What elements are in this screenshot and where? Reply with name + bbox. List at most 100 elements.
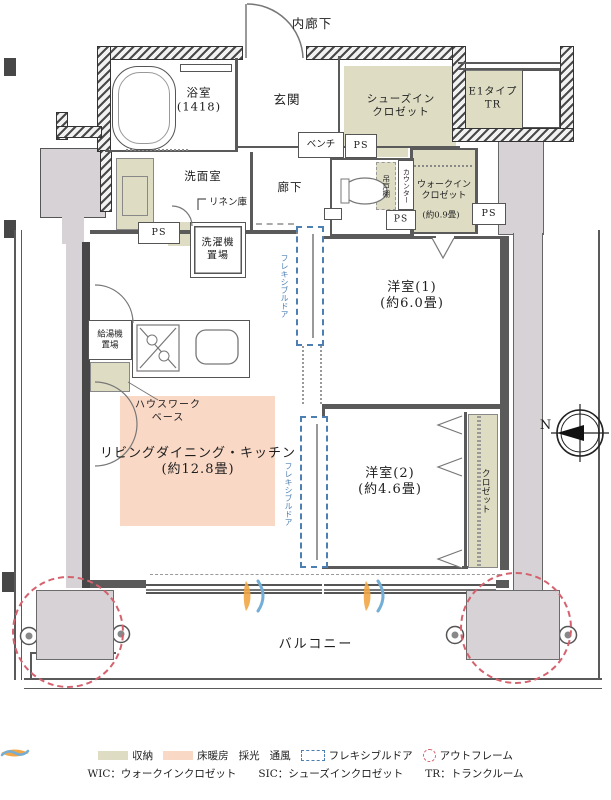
western-room-1-label: 洋室(1) (約6.0畳): [380, 279, 444, 311]
legend-floor-heating: 床暖房: [163, 748, 229, 763]
ventilation-legend-icon: [0, 749, 30, 757]
ps-label-4: PS: [481, 208, 497, 220]
wall-bath-bottom: [105, 150, 237, 152]
right-outer-band: [513, 233, 543, 591]
closet-shelf-line: [477, 416, 481, 566]
toilet-tank: [340, 178, 350, 204]
kitchen-sink: [195, 329, 239, 365]
legend-ventilation: 通風: [0, 748, 291, 763]
ps-label-1: PS: [353, 140, 369, 152]
legend-ventilation-label: 通風: [269, 750, 291, 762]
column-top-right: [498, 133, 544, 235]
floor-heating-swatch-icon: [163, 751, 194, 760]
left-outer-band: [66, 242, 82, 588]
stove-burner-1: [146, 334, 158, 346]
housework-leader: [127, 381, 159, 401]
toilet-hand-basin: [324, 208, 342, 220]
ps-label-3: PS: [393, 214, 409, 225]
left-outer-wall: [82, 242, 90, 588]
compass-icon: [551, 404, 609, 462]
compass-north-label: N: [539, 417, 553, 433]
wall-right-main: [500, 236, 509, 570]
washroom-label: 洗面室: [184, 168, 222, 183]
storage-swatch-icon: [98, 751, 129, 760]
wall-closet-left: [464, 412, 467, 568]
ps-box-2: [138, 222, 180, 244]
trunk-room-label: E1タイプ TR: [468, 86, 518, 111]
western-room-2-label: 洋室(2) (約4.6畳): [358, 465, 422, 497]
legend-daylight: 採光: [1, 748, 260, 763]
wall-wic-top: [410, 148, 478, 150]
walk-in-closet-area: [412, 150, 476, 232]
legend-floor-heating-label: 床暖房: [197, 750, 229, 762]
ventilation-icon-2: [376, 579, 385, 613]
legend-abbr-tr: TR：トランクルーム: [425, 768, 524, 780]
wall-bath-right: [235, 58, 238, 152]
balcony-right-line: [598, 230, 600, 680]
flexible-door-1: [296, 226, 324, 346]
column-top-left: [40, 148, 106, 218]
shoes-in-closet-label: シューズイン クロゼット: [366, 92, 436, 118]
column-top-left-stem: [62, 216, 84, 244]
corridor-label: 廊下: [277, 179, 303, 194]
flexible-door-1-leaf: [312, 234, 314, 338]
ps-label-2: PS: [151, 227, 167, 239]
wall-window-stub-left: [84, 580, 146, 588]
stove-burner-2: [158, 350, 170, 362]
door-arc-lower-a: [94, 381, 138, 425]
flexible-door-2: [300, 416, 328, 568]
legend-storage-label: 収納: [132, 750, 154, 762]
wall-washroom-right: [250, 152, 253, 234]
bench-label: ベンチ: [306, 139, 336, 151]
flexible-door-legend-icon: [300, 750, 325, 761]
closet-triangle-2: [436, 457, 463, 477]
door-arc-lower-b: [94, 423, 138, 467]
legend-outframe: アウトフレーム: [422, 748, 513, 763]
wall-room2-bottom: [322, 566, 468, 569]
closet-label: クロゼット: [479, 468, 490, 514]
housework-base-label: ハウスワーク ベース: [135, 399, 201, 424]
window-left: [146, 584, 322, 594]
inner-corridor-label: 内廊下: [291, 16, 333, 32]
flexible-door-1-label: フレキシブルドア: [280, 254, 289, 318]
door-arc-upper: [94, 284, 134, 324]
edge-mark-2: [4, 220, 16, 238]
legend-storage: 収納: [98, 748, 153, 763]
balcony-label: バルコニー: [278, 636, 354, 652]
ps-box-4: [472, 203, 506, 225]
floor-heating-area: [120, 396, 275, 526]
ps-box-3: [386, 210, 416, 230]
trunk-room-empty-cell: [522, 70, 560, 128]
bath-folding-door: [126, 149, 188, 151]
wall-tr-bottom: [452, 128, 574, 142]
stove-frame: [136, 324, 180, 372]
wall-wic-bottom: [410, 232, 478, 234]
outframe-legend-icon: [422, 749, 436, 762]
ldk-boundary-dashed: [150, 574, 500, 575]
water-heater-label: 給湯機 置場: [97, 329, 123, 350]
linen-closet-label: リネン庫: [208, 197, 248, 209]
balcony-left-line-2: [21, 230, 22, 680]
ps-box-1: [345, 134, 377, 158]
closet-triangle-3: [436, 549, 463, 569]
closet-area: [468, 414, 498, 568]
wall-sic-bottom: [344, 146, 460, 148]
wall-room-divider: [322, 404, 502, 409]
edge-mark-1: [4, 58, 16, 76]
corridor-threshold: [256, 223, 294, 225]
walk-in-closet-size-label: (約0.9畳): [422, 210, 460, 221]
outframe-circle-left: [12, 576, 124, 688]
laundry-box: [190, 222, 246, 278]
vanity-bowl: [122, 176, 148, 216]
legend-outframe-label: アウトフレーム: [439, 750, 513, 762]
outframe-circle-right: [460, 572, 572, 684]
entrance-door-arc: [246, 3, 304, 59]
corridor-top-lines2: [458, 68, 560, 70]
balcony-left-line-1: [14, 230, 16, 680]
legend-abbr-wic: WIC：ウォークインクロゼット: [87, 768, 237, 780]
legend-daylight-label: 採光: [238, 750, 260, 762]
linen-door-arc: [171, 205, 193, 227]
linen-leader: [197, 198, 206, 210]
walk-in-closet-label: ウォークイン クロゼット: [416, 179, 472, 201]
